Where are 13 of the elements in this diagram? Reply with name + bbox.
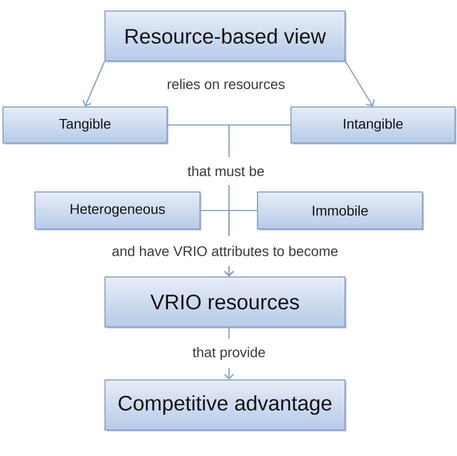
arrow — [345, 61, 375, 106]
annotation: relies on resources — [164, 76, 288, 92]
process-box: Intangible — [290, 106, 456, 144]
process-box: Heterogeneous — [34, 192, 202, 230]
annotation: and have VRIO attributes to become — [110, 236, 340, 266]
edge-label: that provide — [190, 338, 268, 368]
process-box: Tangible — [2, 106, 168, 144]
process-box: VRIO resources — [104, 276, 346, 328]
process-box: Competitive advantage — [104, 380, 346, 432]
arrow — [82, 61, 105, 106]
process-box: Immobile — [257, 192, 424, 230]
annotation: that must be — [185, 156, 267, 186]
process-box: Resource-based view — [104, 10, 346, 62]
